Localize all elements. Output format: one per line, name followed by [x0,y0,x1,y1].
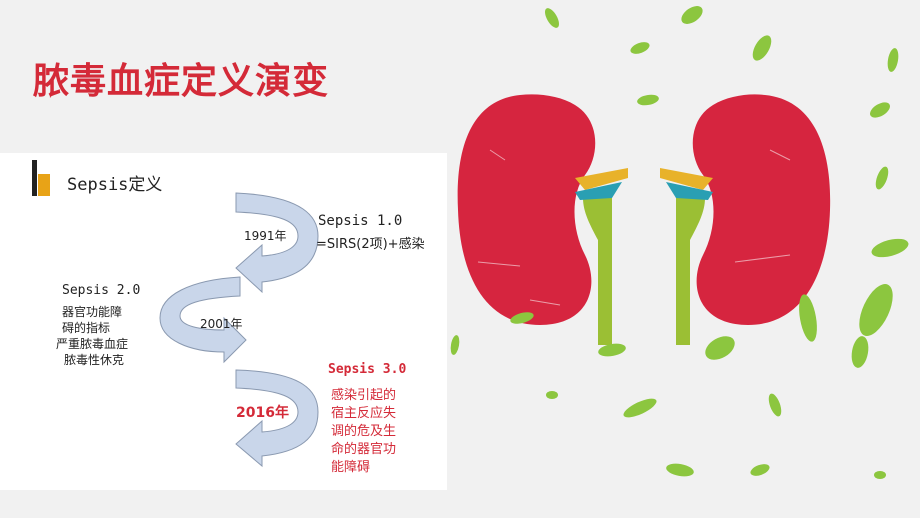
year-2001: 2001年 [200,317,243,331]
sepsis3-line: 命的器官功 [331,442,397,457]
year-2016: 2016年 [236,405,289,421]
sepsis3-line: 感染引起的 [331,388,397,403]
year-1991: 1991年 [244,229,287,243]
sepsis3-line: 能障碍 [331,460,371,475]
sepsis1-title: Sepsis 1.0 [318,213,403,229]
sepsis2-line: 严重脓毒血症 [56,337,129,351]
bookmark-logo-icon [32,160,50,196]
arrow-2001 [159,276,247,364]
sepsis2-line: 器官功能障 [62,305,123,319]
sepsis3-line: 调的危及生 [331,424,397,439]
sepsis3-title: Sepsis 3.0 [328,362,407,377]
sepsis2-line: 脓毒性休克 [64,353,125,367]
sepsis1-definition: =SIRS(2项)+感染 [316,237,425,252]
sepsis3-line: 宿主反应失 [331,406,397,421]
sepsis2-title: Sepsis 2.0 [62,283,141,298]
sepsis2-line: 碍的指标 [62,321,111,335]
section-subtitle: Sepsis定义 [67,175,163,195]
arrow-2016 [235,369,319,468]
slide-title: 脓毒血症定义演变 [33,61,330,102]
arrow-1991 [235,192,319,294]
